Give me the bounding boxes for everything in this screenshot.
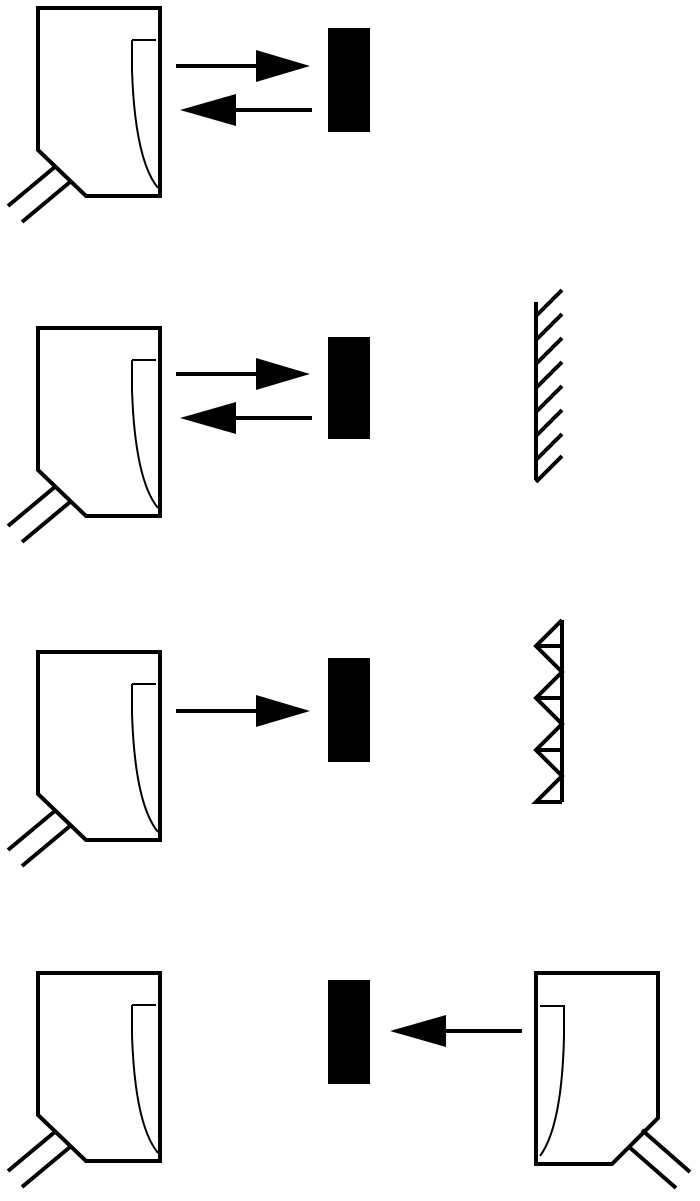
target-object (328, 28, 370, 132)
row-diffuse (6, 6, 370, 224)
emitted-light-arrow (174, 356, 312, 392)
emitter-sensor-icon (534, 971, 692, 1190)
returned-light-arrow (178, 92, 314, 128)
reflector-icon (531, 618, 565, 804)
emitted-light-arrow (174, 48, 312, 84)
returned-light-arrow (178, 400, 314, 436)
emitted-light-arrow (174, 693, 312, 729)
sensor-left-icon (6, 6, 162, 224)
sensor-left-icon (6, 326, 162, 544)
sensor-left-icon (6, 650, 162, 868)
row-through-beam (6, 971, 692, 1190)
hatched-background-surface-icon (534, 288, 564, 484)
target-object (328, 337, 370, 439)
row-retroreflective (6, 618, 565, 868)
target-object (328, 658, 370, 762)
row-background-suppression (6, 288, 564, 544)
emitted-light-arrow (390, 1015, 522, 1047)
target-object (328, 980, 370, 1084)
receiver-sensor-icon (6, 971, 162, 1189)
